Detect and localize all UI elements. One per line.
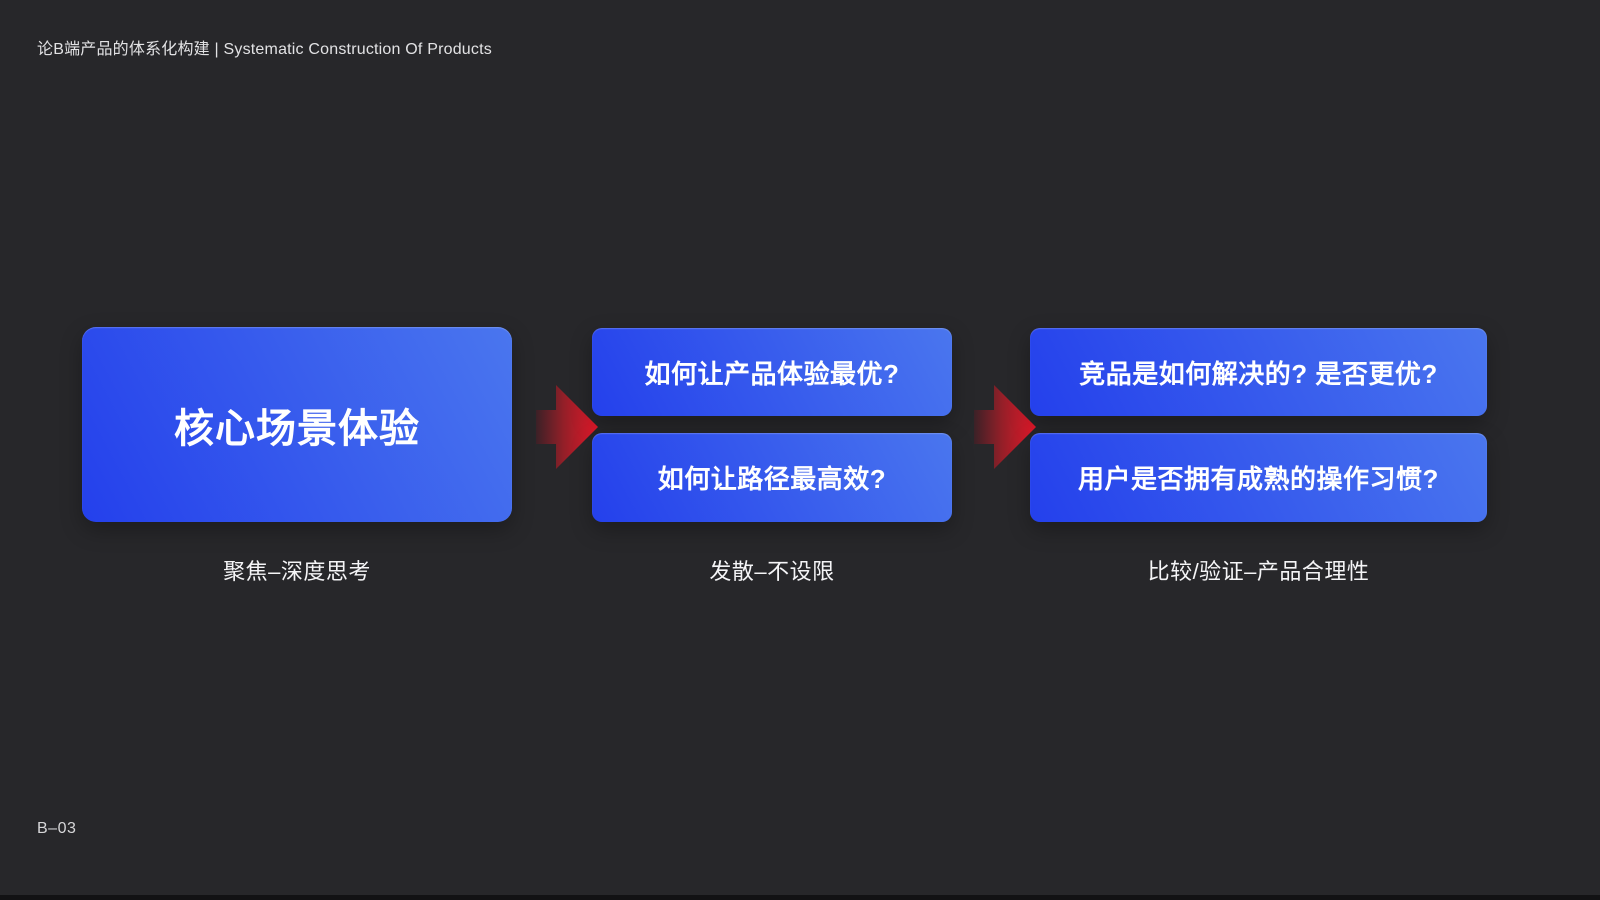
- bottom-edge-divider: [0, 895, 1600, 900]
- slide-header-title: 论B端产品的体系化构建 | Systematic Construction Of…: [37, 41, 492, 58]
- column-2-caption: 发散–不设限: [709, 559, 835, 584]
- question-box-path: 如何让路径最高效?: [592, 433, 952, 522]
- core-scenario-box: 核心场景体验: [82, 327, 512, 522]
- flow-right-arrow-icon: [974, 385, 1036, 469]
- question-box-competitor: 竞品是如何解决的? 是否更优?: [1030, 328, 1487, 416]
- column-1-caption: 聚焦–深度思考: [223, 559, 371, 584]
- question-box-user-habit: 用户是否拥有成熟的操作习惯?: [1030, 433, 1487, 522]
- question-box-competitor-label: 竞品是如何解决的? 是否更优?: [1079, 358, 1438, 389]
- flow-right-arrow-icon: [536, 385, 598, 469]
- question-box-experience-label: 如何让产品体验最优?: [644, 358, 900, 389]
- column-3-caption: 比较/验证–产品合理性: [1147, 559, 1370, 584]
- question-box-experience: 如何让产品体验最优?: [592, 328, 952, 416]
- core-scenario-box-label: 核心场景体验: [174, 406, 420, 451]
- question-box-path-label: 如何让路径最高效?: [657, 464, 887, 494]
- page-number: B–03: [37, 820, 77, 837]
- question-box-user-habit-label: 用户是否拥有成熟的操作习惯?: [1078, 464, 1439, 494]
